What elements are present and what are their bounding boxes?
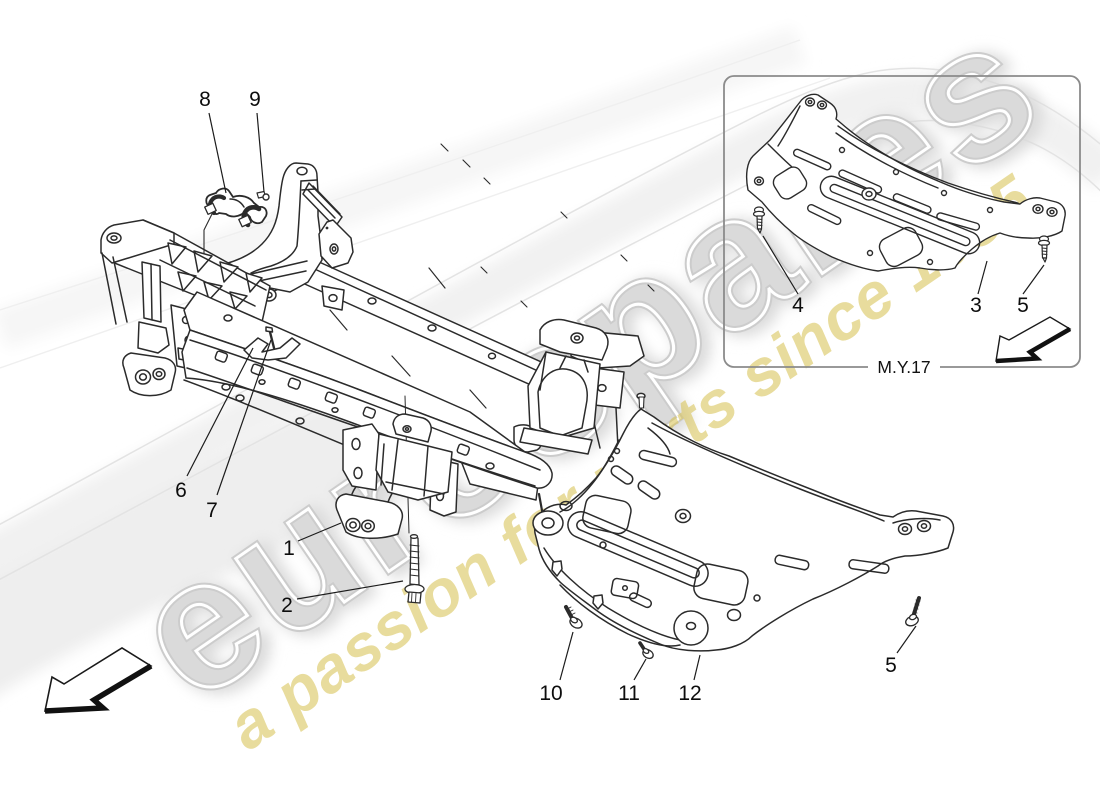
svg-text:5: 5 bbox=[1017, 294, 1029, 317]
svg-text:6: 6 bbox=[175, 479, 187, 502]
svg-text:2: 2 bbox=[281, 594, 293, 617]
svg-text:10: 10 bbox=[539, 682, 562, 705]
svg-text:11: 11 bbox=[618, 682, 640, 705]
svg-text:5: 5 bbox=[885, 654, 897, 677]
svg-text:4: 4 bbox=[792, 294, 804, 317]
svg-text:3: 3 bbox=[970, 294, 982, 317]
svg-text:7: 7 bbox=[206, 499, 218, 522]
svg-text:1: 1 bbox=[283, 537, 295, 560]
svg-text:8: 8 bbox=[199, 88, 211, 111]
svg-text:9: 9 bbox=[249, 88, 261, 111]
svg-text:M.Y.17: M.Y.17 bbox=[877, 357, 930, 377]
svg-text:12: 12 bbox=[678, 682, 701, 705]
